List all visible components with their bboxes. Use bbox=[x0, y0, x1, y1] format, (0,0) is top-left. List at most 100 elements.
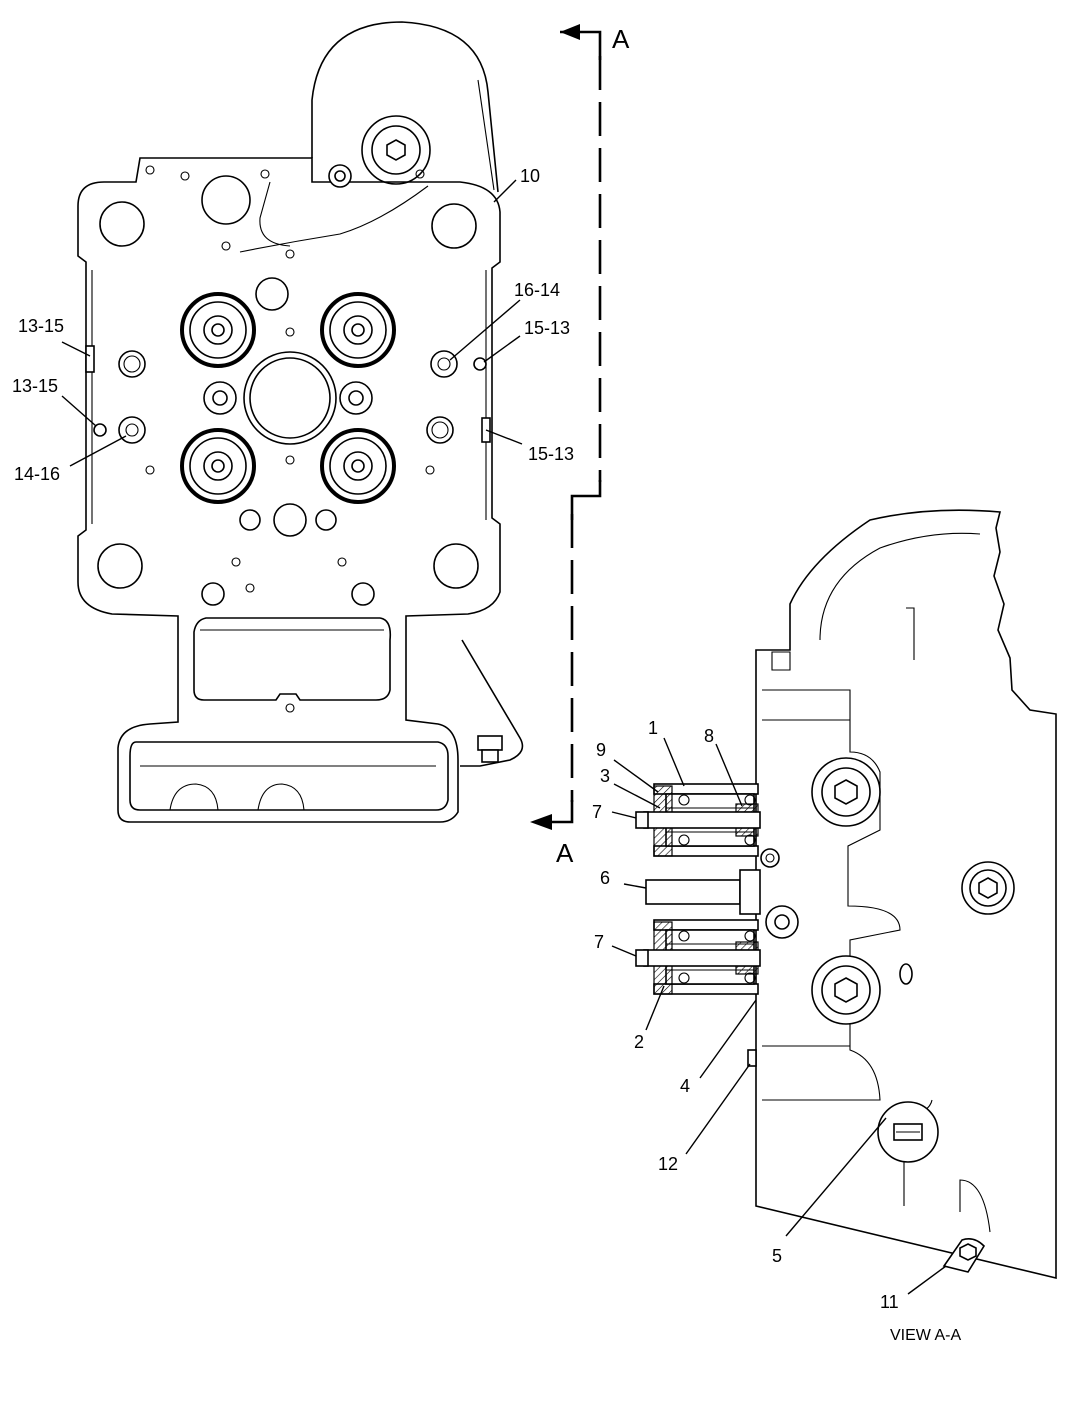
solenoid-port-tl bbox=[180, 292, 256, 368]
pin-hole bbox=[285, 455, 295, 465]
section-line-ends bbox=[540, 30, 602, 824]
pin-hole bbox=[231, 557, 241, 567]
tray-arch-left bbox=[169, 783, 219, 811]
plug-6 bbox=[645, 879, 741, 905]
mount-hole-tl bbox=[99, 201, 145, 247]
housing-inner-curve bbox=[819, 532, 981, 641]
plug-left-upper-inner bbox=[123, 355, 141, 373]
center-bore-inner bbox=[249, 357, 331, 439]
pin-hole bbox=[145, 165, 155, 175]
arrow-top bbox=[560, 24, 580, 40]
pin-hole bbox=[285, 327, 295, 337]
callout-3: 3 bbox=[600, 766, 610, 786]
leader-7-lower bbox=[611, 945, 637, 957]
plug-left-upper bbox=[118, 350, 146, 378]
pin-hole bbox=[337, 557, 347, 567]
callout-14-16: 14-16 bbox=[14, 464, 60, 484]
plug-right-lower bbox=[426, 416, 454, 444]
tray-arch-right bbox=[257, 783, 305, 811]
callout-10: 10 bbox=[520, 166, 540, 186]
hex-socket-icon bbox=[978, 877, 998, 899]
plug-6-head bbox=[739, 869, 761, 915]
section-body-contour bbox=[762, 689, 901, 1101]
hex-socket-icon bbox=[834, 779, 858, 805]
mount-hole-top bbox=[201, 175, 251, 225]
callout-15-13-lower: 15-13 bbox=[528, 444, 574, 464]
lower-boss-right bbox=[351, 582, 375, 606]
leader-13-15-lower bbox=[61, 395, 97, 427]
mount-hole-tr bbox=[431, 203, 477, 249]
small-port bbox=[899, 963, 913, 985]
callout-15-13-upper: 15-13 bbox=[524, 318, 570, 338]
lower-window-upper bbox=[193, 617, 392, 701]
boss-small-hole bbox=[334, 170, 346, 182]
rib-line bbox=[239, 185, 429, 253]
mount-hole-bl bbox=[97, 543, 143, 589]
plug-right-lower-inner bbox=[431, 421, 449, 439]
leader-11 bbox=[907, 1265, 947, 1295]
seal-13-15-upper bbox=[85, 345, 95, 373]
callout-1: 1 bbox=[648, 718, 658, 738]
side-boss-left-hole bbox=[212, 390, 228, 406]
callout-5: 5 bbox=[772, 1246, 782, 1266]
plug-14-16-inner bbox=[125, 423, 139, 437]
solenoid-assembly-lower bbox=[635, 919, 761, 995]
solenoid-port-tr bbox=[320, 292, 396, 368]
callout-12: 12 bbox=[658, 1154, 678, 1174]
front-view bbox=[77, 21, 524, 823]
callout-7-upper: 7 bbox=[592, 802, 602, 822]
leader-6 bbox=[623, 883, 647, 889]
leader-2 bbox=[645, 985, 665, 1031]
callout-4: 4 bbox=[680, 1076, 690, 1096]
plug-16-14 bbox=[430, 350, 458, 378]
arrow-bottom bbox=[530, 814, 552, 830]
leader-9 bbox=[613, 759, 659, 793]
pin-hole bbox=[180, 171, 190, 181]
hex-socket-icon bbox=[834, 977, 858, 1003]
leader-5 bbox=[785, 1117, 887, 1237]
pin-12 bbox=[747, 1049, 757, 1067]
housing-step bbox=[906, 607, 915, 660]
leader-3 bbox=[613, 783, 661, 809]
side-boss-right-hole bbox=[348, 390, 364, 406]
callout-13-15-lower: 13-15 bbox=[12, 376, 58, 396]
upper-hex-socket bbox=[386, 139, 406, 161]
section-letter-top: A bbox=[612, 24, 630, 54]
leader-15-13-upper bbox=[483, 335, 521, 363]
valve-plate-outline bbox=[77, 157, 501, 823]
bracket-bolt-body bbox=[481, 749, 499, 763]
section-gap-mask bbox=[570, 60, 602, 800]
callout-6: 6 bbox=[600, 868, 610, 888]
solenoid-port-bl bbox=[180, 428, 256, 504]
lower-window-tray bbox=[129, 741, 449, 811]
dowel-pin bbox=[760, 848, 780, 868]
rib-curve bbox=[259, 181, 291, 247]
plug-14-16 bbox=[118, 416, 146, 444]
seal-13-15-lower bbox=[93, 423, 107, 437]
spool-boss-top bbox=[255, 277, 289, 311]
solenoid-assembly-upper bbox=[635, 783, 761, 857]
callout-9: 9 bbox=[596, 740, 606, 760]
callout-7-lower: 7 bbox=[594, 932, 604, 952]
pin-hole bbox=[245, 583, 255, 593]
leader-lines bbox=[61, 179, 947, 1295]
section-line: A A bbox=[530, 24, 630, 868]
plug-16-14-inner bbox=[437, 357, 451, 371]
callout-13-15-upper: 13-15 bbox=[18, 316, 64, 336]
housing-notch bbox=[771, 651, 791, 671]
callout-8: 8 bbox=[704, 726, 714, 746]
leader-13-15-upper bbox=[61, 341, 91, 357]
lower-port-center bbox=[273, 503, 307, 537]
dowel-pin-inner bbox=[765, 853, 775, 863]
pin-hole bbox=[260, 169, 270, 179]
leader-12 bbox=[685, 1063, 751, 1155]
view-caption: VIEW A-A bbox=[890, 1327, 961, 1344]
housing-edge-line bbox=[477, 79, 495, 191]
lower-boss-left bbox=[201, 582, 225, 606]
bracket-bolt-head bbox=[477, 735, 503, 751]
section-housing-outline bbox=[755, 509, 1057, 1280]
side-bracket bbox=[460, 639, 524, 767]
section-boss-hole bbox=[774, 914, 790, 930]
